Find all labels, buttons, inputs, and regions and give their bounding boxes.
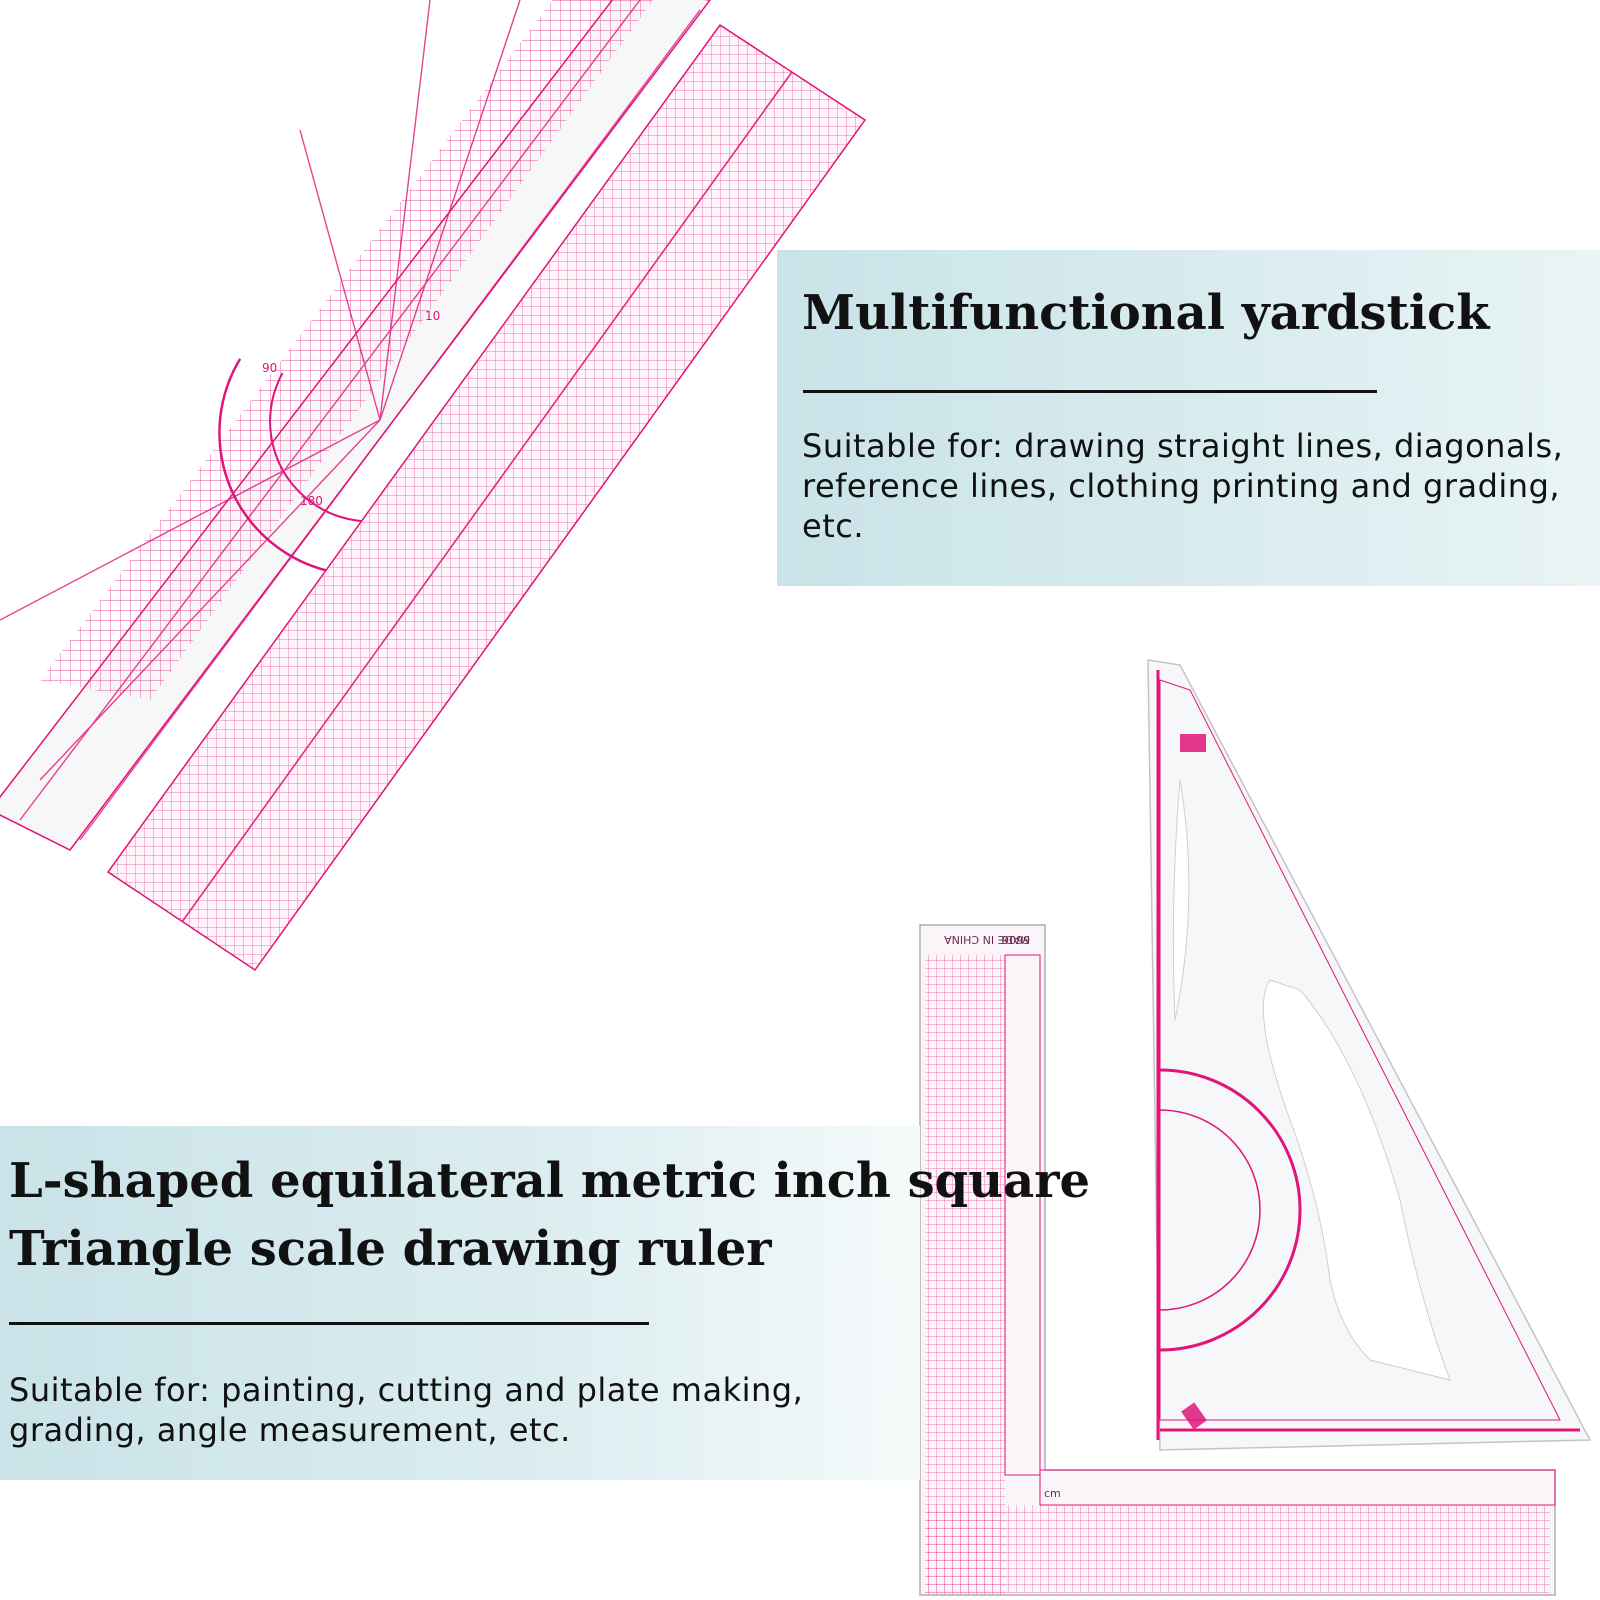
protractor-yardstick: 180 90 10: [0, 0, 711, 851]
made-in-china-label: MADE IN CHINA: [944, 933, 1030, 946]
square-description-line1: Suitable for: painting, cutting and plat…: [9, 1371, 804, 1409]
yardstick-description: Suitable for: drawing straight lines, di…: [802, 427, 1564, 545]
grid-yardstick: [106, 23, 867, 972]
model-number-label: 6606: [1002, 933, 1030, 946]
yardstick-divider: [803, 390, 1377, 393]
yardstick-title: Multifunctional yardstick: [802, 285, 1490, 341]
cm-unit-label: cm: [1044, 1487, 1061, 1500]
square-title-line2: Triangle scale drawing ruler: [9, 1221, 772, 1277]
protractor-angle-label: 180: [300, 494, 323, 508]
triangle-ruler: [1147, 659, 1592, 1451]
protractor-angle-label: 90: [262, 361, 277, 375]
protractor-angle-label: 10: [425, 309, 440, 323]
l-square-ruler: MADE IN CHINA 6606 cm: [919, 924, 1556, 1596]
square-info-panel: L-shaped equilateral metric inch square …: [0, 1126, 1090, 1480]
square-description-line2: grading, angle measurement, etc.: [9, 1411, 571, 1449]
square-title-line1: L-shaped equilateral metric inch square: [9, 1153, 1091, 1209]
square-divider: [9, 1322, 649, 1325]
yardstick-info-panel: Multifunctional yardstick Suitable for: …: [777, 250, 1600, 586]
